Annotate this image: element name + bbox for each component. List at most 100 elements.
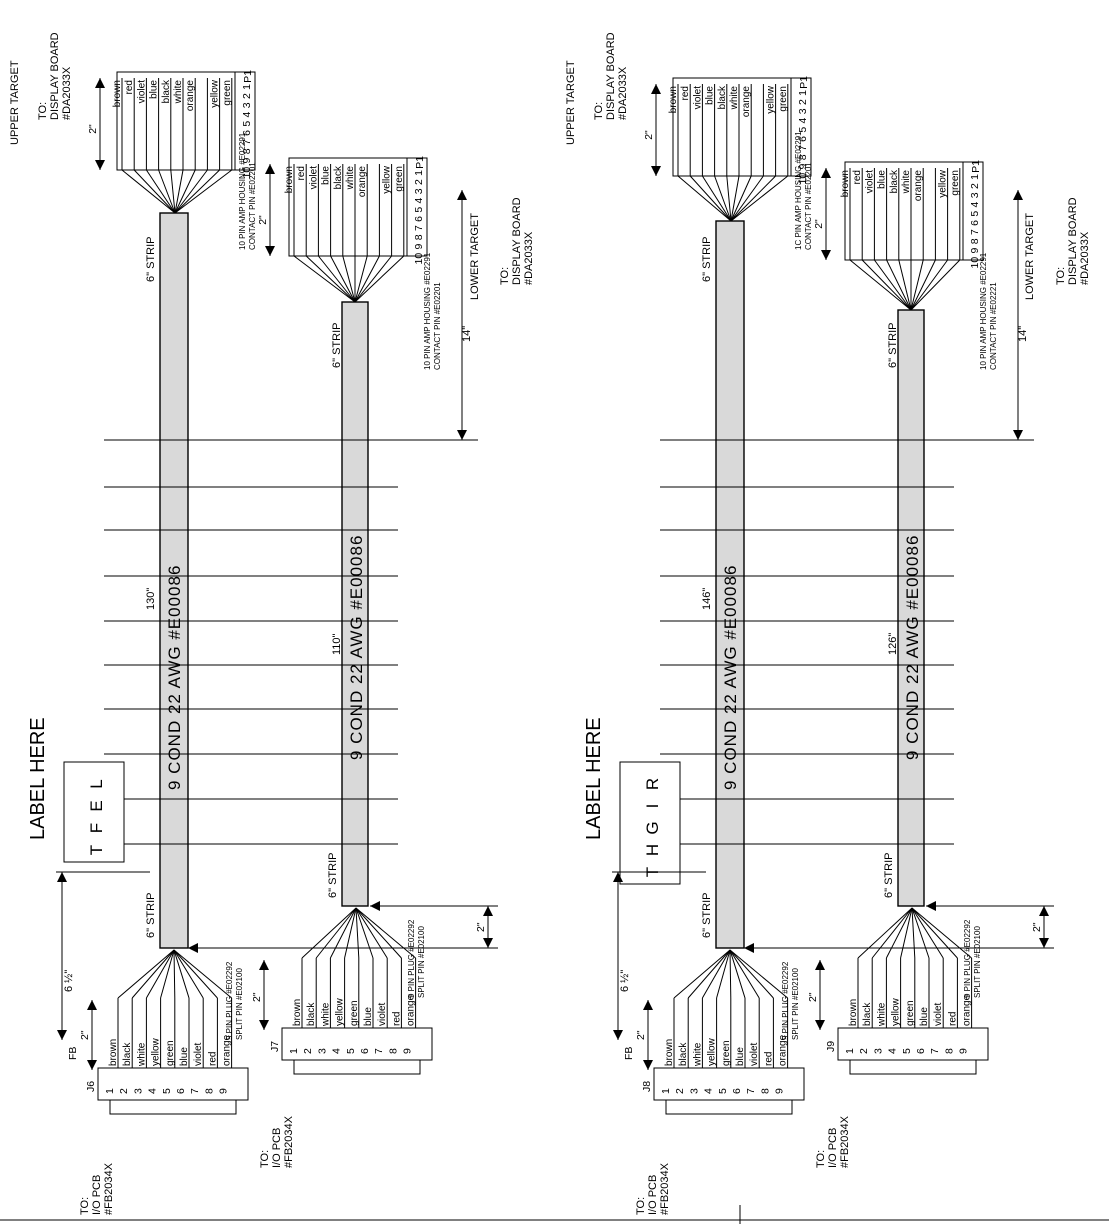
upper-wire-label: brown bbox=[668, 86, 679, 113]
arrow-head bbox=[483, 906, 493, 916]
io1-fan-wire bbox=[729, 949, 774, 999]
lower-target-board: DISPLAY BOARD bbox=[1067, 197, 1079, 285]
upper-fan-wire bbox=[174, 169, 196, 214]
lower-pin-number: 7 bbox=[413, 225, 425, 231]
io2-pin-number: 3 bbox=[872, 1048, 884, 1054]
io2-wire-label: brown bbox=[292, 999, 303, 1026]
io1-wire-label: green bbox=[165, 1040, 176, 1066]
main-bottom-strip: 6" STRIP bbox=[701, 893, 713, 938]
upper-connector-frame bbox=[116, 71, 236, 171]
io1-pin-number: 8 bbox=[203, 1088, 215, 1094]
io2-pin-number: 6 bbox=[359, 1048, 371, 1054]
lower-strip-note: 6" STRIP bbox=[887, 323, 899, 368]
upper-wire-label: white bbox=[173, 80, 184, 105]
lower-bottom-strip: 6" STRIP bbox=[327, 853, 339, 898]
lower-wire-label: violet bbox=[308, 166, 319, 190]
lower-pin-number: 5 bbox=[969, 211, 981, 217]
lower-wire-label: orange bbox=[357, 166, 368, 198]
lower-contact-note: CONTACT PIN #E02201 bbox=[433, 282, 442, 370]
upper-fan-wire bbox=[730, 175, 776, 222]
io1-wire-label: violet bbox=[193, 1042, 204, 1066]
arrow-head bbox=[1013, 190, 1023, 200]
io1-fan-wire bbox=[673, 949, 731, 999]
io-dest-2-part: #FB2034X bbox=[283, 1115, 295, 1168]
lower-fan-wire bbox=[354, 255, 380, 303]
lower-pin-number: 4 bbox=[413, 197, 425, 203]
io1-pin-number: 4 bbox=[703, 1088, 715, 1094]
io1-wire-label: yellow bbox=[151, 1037, 162, 1066]
upper-housing-note: 10 PIN AMP HOUSING #E02291 bbox=[238, 132, 247, 250]
io2-wire-label: white bbox=[320, 1002, 331, 1027]
lower-fan-wire bbox=[318, 255, 356, 303]
lower-connector-name: P1 bbox=[970, 160, 982, 173]
io2-pin-number: 8 bbox=[943, 1048, 955, 1054]
io-dest-2-to: TO: bbox=[259, 1150, 271, 1168]
lower-pin-number: 9 bbox=[413, 243, 425, 249]
label-here: LABEL HERE bbox=[583, 717, 605, 840]
arrow-head bbox=[1039, 938, 1049, 948]
upper-fan-wire bbox=[701, 175, 732, 222]
io1-fan-wire bbox=[716, 949, 731, 999]
io2-wire-label: blue bbox=[363, 1007, 374, 1026]
arrow-head bbox=[651, 84, 661, 94]
lower-pin-number: 2 bbox=[969, 183, 981, 189]
io1-pin-number: 9 bbox=[218, 1088, 230, 1094]
io-dest-1-to: TO: bbox=[635, 1197, 647, 1215]
io1-fan-wire bbox=[117, 949, 175, 999]
io2-wire-label: black bbox=[862, 1002, 873, 1026]
arrow-head bbox=[821, 250, 831, 260]
lower-fan-wire bbox=[910, 259, 936, 311]
lower-2in-dim: 2" bbox=[257, 215, 269, 225]
arrow-head bbox=[87, 1000, 97, 1010]
upper-target-title: UPPER TARGET bbox=[565, 60, 577, 145]
lower-fan-wire bbox=[886, 259, 912, 311]
io1-plug-base bbox=[109, 1099, 237, 1115]
io1-fan-wire bbox=[173, 949, 232, 999]
io1-fan-wire bbox=[131, 949, 175, 999]
side-letter: E bbox=[87, 800, 106, 811]
lower-pin-number: 1 bbox=[413, 170, 425, 176]
io2-fan-wire bbox=[355, 907, 374, 959]
io1-wire-label: yellow bbox=[707, 1037, 718, 1066]
io-dest-1-part: #FB2034X bbox=[659, 1162, 671, 1215]
upper-wire-label: red bbox=[680, 86, 691, 100]
io1-pin-number: 5 bbox=[717, 1088, 729, 1094]
side-letter: R bbox=[643, 778, 662, 790]
upper-wire-label: yellow bbox=[210, 79, 221, 108]
upper-wire-label: orange bbox=[741, 86, 752, 118]
upper-pin-number: 3 bbox=[241, 102, 253, 108]
upper-2in-dim: 2" bbox=[643, 130, 655, 140]
lower-target-part: #DA2033X bbox=[523, 231, 535, 285]
upper-wire-label: black bbox=[161, 79, 172, 103]
side-letter: I bbox=[643, 804, 662, 809]
io2-pin-number: 5 bbox=[901, 1048, 913, 1054]
lower-connector-frame bbox=[288, 157, 408, 257]
upper-strip-note: 6" STRIP bbox=[701, 237, 713, 282]
io2-pin-number: 3 bbox=[316, 1048, 328, 1054]
lower-wire-label: orange bbox=[913, 170, 924, 202]
upper-fan-wire bbox=[730, 175, 789, 222]
io2-connector-name: J7 bbox=[269, 1041, 281, 1052]
lower-pin-number: 2 bbox=[413, 179, 425, 185]
lower-target-board: DISPLAY BOARD bbox=[511, 197, 523, 285]
arrow-head bbox=[815, 1020, 825, 1030]
io1-pin-number: 7 bbox=[745, 1088, 757, 1094]
lower-wire-label: blue bbox=[877, 170, 888, 189]
lower-cable-label: 9 COND 22 AWG #E00086 bbox=[347, 535, 366, 760]
upper-fan-wire bbox=[174, 169, 220, 214]
upper-wire-label: green bbox=[222, 80, 233, 106]
io2-fan-wire bbox=[911, 907, 972, 959]
lower-fan-wire bbox=[305, 255, 356, 303]
io2-fan-wire bbox=[355, 907, 416, 959]
io2-pin-number: 2 bbox=[858, 1048, 870, 1054]
lower-pin-number: 10 bbox=[969, 257, 981, 269]
upper-fan-wire bbox=[174, 169, 233, 214]
lower-pin-number: 1 bbox=[969, 174, 981, 180]
io2-pin-number: 5 bbox=[345, 1048, 357, 1054]
lower-pin-number: 6 bbox=[413, 216, 425, 222]
lower-pin-number: 3 bbox=[969, 192, 981, 198]
main-cable bbox=[159, 212, 189, 949]
arrow-head bbox=[95, 78, 105, 88]
lower-wire-label: yellow bbox=[938, 169, 949, 198]
